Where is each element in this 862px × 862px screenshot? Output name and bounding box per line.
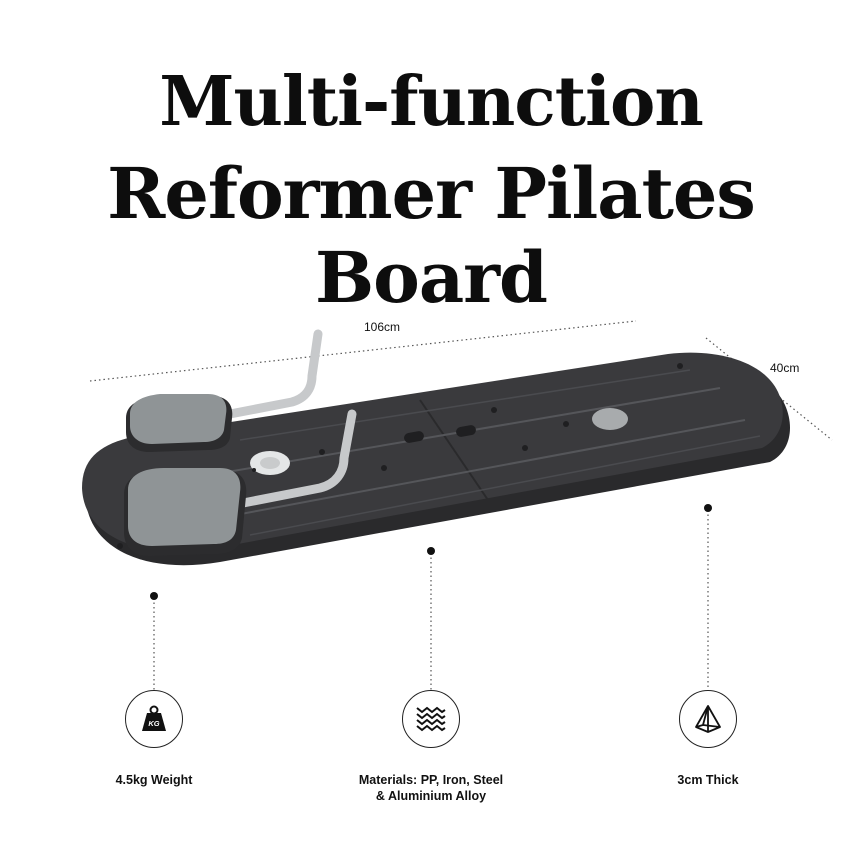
board-seam	[419, 399, 489, 501]
kg-badge-text: KG	[148, 719, 159, 728]
callout-dot-thickness	[704, 504, 712, 512]
board-slot	[456, 425, 476, 437]
kg-weight-icon: KG	[142, 705, 166, 731]
pyramid-thickness-icon	[695, 705, 721, 733]
materials-label-line-2: & Aluminium Alloy	[375, 789, 487, 803]
pad-front	[128, 468, 241, 546]
length-label: 106cm	[364, 320, 401, 334]
materials-label-line-1: Materials: PP, Iron, Steel	[358, 773, 504, 787]
materials-label: Materials: PP, Iron, Steel & Aluminium A…	[331, 772, 531, 804]
weight-feature-circle: KG	[125, 690, 183, 748]
materials-feature-circle	[402, 690, 460, 748]
handle-rear	[225, 329, 323, 419]
callout-dot-weight	[150, 592, 158, 600]
width-label: 40cm	[770, 361, 800, 375]
weight-label: 4.5kg Weight	[115, 773, 193, 787]
title-line-1: Multi-function	[159, 62, 704, 142]
board-rail	[229, 419, 746, 517]
board-slot	[404, 431, 424, 443]
handle-front	[233, 409, 357, 509]
callout-dot-materials	[427, 547, 435, 555]
board-disc	[592, 408, 628, 430]
thickness-label: 3cm Thick	[677, 773, 739, 787]
board-rail	[239, 369, 691, 441]
title-line-2: Reformer Pilates Board	[107, 152, 756, 319]
length-dimension-line	[89, 320, 637, 382]
thickness-feature-circle	[679, 690, 737, 748]
board-disc	[260, 457, 280, 469]
pad-rear	[130, 394, 227, 444]
board-rail	[249, 435, 761, 536]
material-weave-icon	[416, 706, 446, 732]
